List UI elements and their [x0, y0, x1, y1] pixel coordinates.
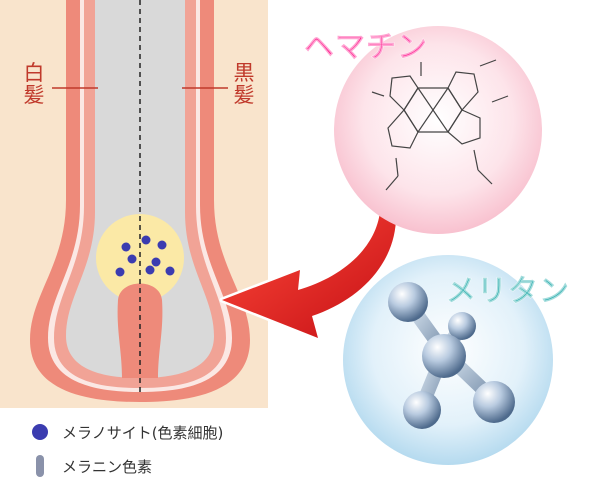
white-hair-label-char2: 髪 — [23, 83, 45, 107]
melanocyte-dot — [145, 265, 155, 275]
white-hair-label-char1: 白 — [23, 61, 45, 85]
melanocyte-dot — [157, 240, 167, 250]
dermal-papilla — [117, 283, 163, 378]
melanocyte-dot — [151, 257, 161, 267]
hematin-structure — [371, 59, 509, 191]
legend-melanin-marker — [36, 455, 44, 477]
atom — [448, 312, 476, 340]
legend-melanocyte-text: メラノサイト(色素細胞) — [62, 424, 224, 442]
melanocyte-dot — [141, 235, 151, 245]
melanocyte-dot — [165, 266, 175, 276]
black-hair-label-char2: 髪 — [233, 83, 255, 107]
black-hair-label: 黒 髪 — [232, 62, 256, 106]
atom — [422, 334, 466, 378]
red-arrow — [219, 209, 399, 341]
melanocyte-group — [115, 235, 175, 277]
melanocyte-dot — [127, 254, 137, 264]
legend-melanocyte-marker — [32, 424, 48, 440]
atom — [403, 391, 441, 429]
melanocyte-dot — [115, 267, 125, 277]
legend-melanin-text: メラニン色素 — [62, 458, 153, 476]
molecule-model — [388, 282, 515, 429]
hair-bulb — [96, 214, 184, 302]
melanocyte-dot — [121, 242, 131, 252]
white-hair-label: 白 髪 — [22, 62, 46, 106]
atom — [388, 282, 428, 322]
meritan-title: メリタン — [446, 274, 570, 310]
hematin-title: ヘマチン — [304, 30, 428, 66]
atom — [473, 381, 515, 423]
black-hair-label-char1: 黒 — [233, 61, 255, 85]
